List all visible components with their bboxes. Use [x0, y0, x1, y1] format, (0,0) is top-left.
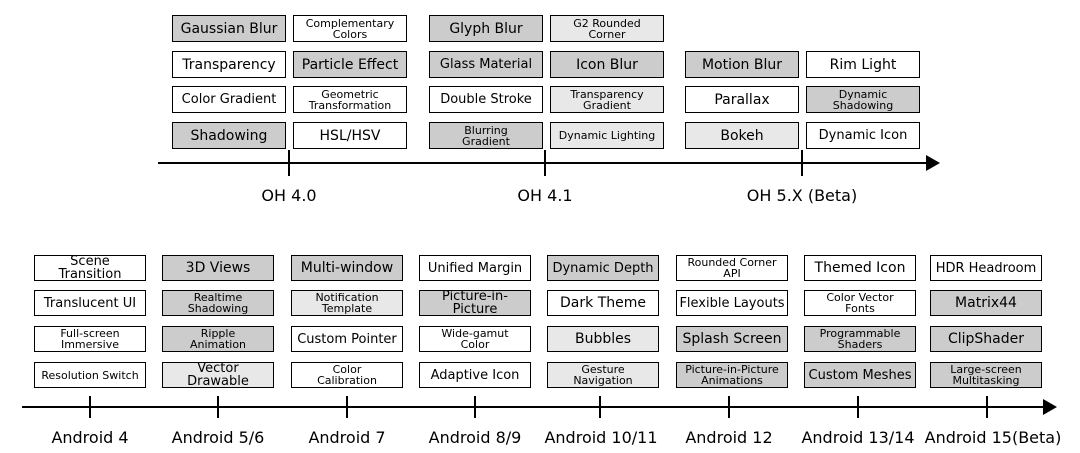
- version-label-android-4: Android 4: [51, 428, 129, 447]
- version-label-oh-5x-beta: OH 5.X (Beta): [746, 186, 858, 205]
- version-label-android-7: Android 7: [308, 428, 386, 447]
- feature-3d-views: 3D Views: [162, 255, 274, 281]
- feature-particle-effect: Particle Effect: [293, 51, 407, 78]
- feature-scene-transition: Scene Transition: [34, 255, 146, 281]
- feature-picture-in-picture-animations: Picture-in-Picture Animations: [676, 362, 788, 388]
- version-label-android-12: Android 12: [685, 428, 773, 447]
- feature-wide-gamut-color: Wide-gamut Color: [419, 326, 531, 352]
- feature-g2-rounded-corner: G2 Rounded Corner: [550, 15, 664, 42]
- feature-dynamic-depth: Dynamic Depth: [547, 255, 659, 281]
- feature-themed-icon: Themed Icon: [804, 255, 916, 281]
- feature-ripple-animation: Ripple Animation: [162, 326, 274, 352]
- feature-blurring-gradient: Blurring Gradient: [429, 122, 543, 149]
- feature-unified-margin: Unified Margin: [419, 255, 531, 281]
- version-label-android-15-beta: Android 15(Beta): [924, 428, 1062, 447]
- top-axis-arrowhead: [926, 155, 940, 171]
- feature-complementary-colors: Complementary Colors: [293, 15, 407, 42]
- feature-hdr-headroom: HDR Headroom: [930, 255, 1042, 281]
- feature-dynamic-lighting: Dynamic Lighting: [550, 122, 664, 149]
- version-label-android-10-11: Android 10/11: [544, 428, 658, 447]
- feature-hsl-hsv: HSL/HSV: [293, 122, 407, 149]
- feature-geometric-transformation: Geometric Transformation: [293, 86, 407, 113]
- feature-clipshader: ClipShader: [930, 326, 1042, 352]
- version-label-oh-4-1: OH 4.1: [517, 186, 573, 205]
- feature-transparency-gradient: Transparency Gradient: [550, 86, 664, 113]
- feature-rounded-corner-api: Rounded Corner API: [676, 255, 788, 281]
- feature-custom-meshes: Custom Meshes: [804, 362, 916, 388]
- feature-flexible-layouts: Flexible Layouts: [676, 290, 788, 316]
- feature-transparency: Transparency: [172, 51, 286, 78]
- feature-double-stroke: Double Stroke: [429, 86, 543, 113]
- feature-bubbles: Bubbles: [547, 326, 659, 352]
- feature-vector-drawable: Vector Drawable: [162, 362, 274, 388]
- feature-matrix44: Matrix44: [930, 290, 1042, 316]
- feature-dark-theme: Dark Theme: [547, 290, 659, 316]
- feature-rim-light: Rim Light: [806, 51, 920, 78]
- version-label-oh-4-0: OH 4.0: [261, 186, 317, 205]
- feature-glyph-blur: Glyph Blur: [429, 15, 543, 42]
- feature-bokeh: Bokeh: [685, 122, 799, 149]
- version-label-android-5-6: Android 5/6: [171, 428, 265, 447]
- feature-adaptive-icon: Adaptive Icon: [419, 362, 531, 388]
- feature-custom-pointer: Custom Pointer: [291, 326, 403, 352]
- feature-parallax: Parallax: [685, 86, 799, 113]
- feature-gaussian-blur: Gaussian Blur: [172, 15, 286, 42]
- feature-large-screen-multitasking: Large-screen Multitasking: [930, 362, 1042, 388]
- bottom-axis-arrowhead: [1043, 399, 1057, 415]
- feature-resolution-switch: Resolution Switch: [34, 362, 146, 388]
- feature-multi-window: Multi-window: [291, 255, 403, 281]
- feature-picture-in-picture: Picture-in-Picture: [419, 290, 531, 316]
- feature-dynamic-shadowing: Dynamic Shadowing: [806, 86, 920, 113]
- feature-splash-screen: Splash Screen: [676, 326, 788, 352]
- feature-full-screen-immersive: Full-screen Immersive: [34, 326, 146, 352]
- feature-motion-blur: Motion Blur: [685, 51, 799, 78]
- feature-notification-template: Notification Template: [291, 290, 403, 316]
- version-label-android-13-14: Android 13/14: [801, 428, 915, 447]
- feature-color-vector-fonts: Color Vector Fonts: [804, 290, 916, 316]
- feature-icon-blur: Icon Blur: [550, 51, 664, 78]
- feature-realtime-shadowing: Realtime Shadowing: [162, 290, 274, 316]
- feature-color-calibration: Color Calibration: [291, 362, 403, 388]
- version-label-android-8-9: Android 8/9: [428, 428, 522, 447]
- feature-gesture-navigation: Gesture Navigation: [547, 362, 659, 388]
- feature-shadowing: Shadowing: [172, 122, 286, 149]
- feature-dynamic-icon: Dynamic Icon: [806, 122, 920, 149]
- feature-translucent-ui: Translucent UI: [34, 290, 146, 316]
- feature-programmable-shaders: Programmable Shaders: [804, 326, 916, 352]
- feature-color-gradient: Color Gradient: [172, 86, 286, 113]
- feature-glass-material: Glass Material: [429, 51, 543, 78]
